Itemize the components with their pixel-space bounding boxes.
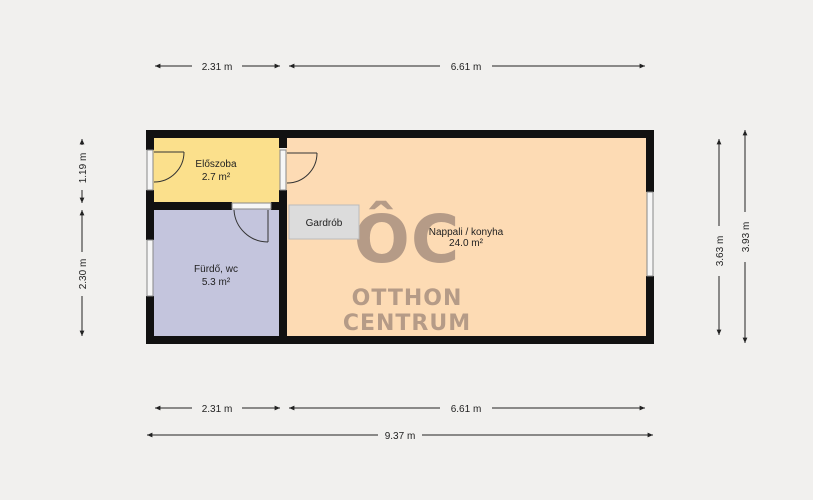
dim-top-left: 2.31 m [202, 62, 233, 73]
walls [146, 130, 654, 344]
dim-bottom-total: 9.37 m [385, 431, 416, 442]
room-area-nappali: 24.0 m² [449, 238, 484, 249]
windows [146, 149, 654, 297]
door-gap-middle [279, 149, 287, 191]
doors [153, 149, 318, 243]
room-label-nappali: Nappali / konyha [429, 227, 504, 238]
watermark-line1: OTTHON [352, 286, 463, 311]
room-area-eloszoba: 2.7 m² [202, 172, 231, 183]
dimension-lines [79, 63, 748, 438]
dim-top-right: 6.61 m [451, 62, 482, 73]
window-left-upper [146, 149, 154, 191]
watermark-line2: CENTRUM [343, 311, 471, 336]
dim-left-upper: 1.19 m [78, 153, 89, 184]
dim-right-outer: 3.93 m [741, 222, 752, 253]
watermark-logo: ÔC OTTHON CENTRUM [343, 201, 471, 336]
watermark-monogram: ÔC [354, 201, 461, 278]
room-label-furdo: Fürdő, wc [194, 264, 238, 275]
room-furdo-fill [152, 208, 280, 338]
dim-bottom-right: 6.61 m [451, 404, 482, 415]
door-gap-bath [231, 202, 272, 210]
room-eloszoba-fill [152, 137, 280, 205]
dim-right-inner: 3.63 m [715, 236, 726, 267]
window-left-lower [146, 239, 154, 297]
window-right [646, 191, 654, 277]
room-label-gardrob: Gardrób [306, 218, 343, 229]
dim-bottom-left: 2.31 m [202, 404, 233, 415]
room-label-eloszoba: Előszoba [195, 159, 237, 170]
room-area-furdo: 5.3 m² [202, 277, 231, 288]
dim-left-lower: 2.30 m [78, 259, 89, 290]
gardrob-box [288, 204, 360, 240]
